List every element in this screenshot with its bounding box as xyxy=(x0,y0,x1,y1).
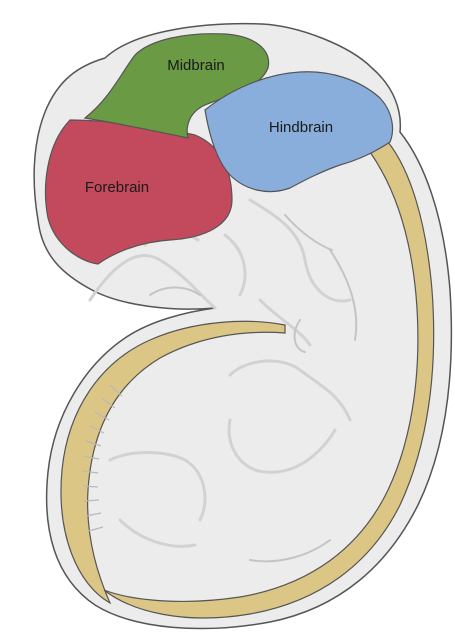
hindbrain-label: Hindbrain xyxy=(269,119,333,136)
midbrain-label: Midbrain xyxy=(167,57,225,74)
forebrain-label: Forebrain xyxy=(85,179,149,196)
